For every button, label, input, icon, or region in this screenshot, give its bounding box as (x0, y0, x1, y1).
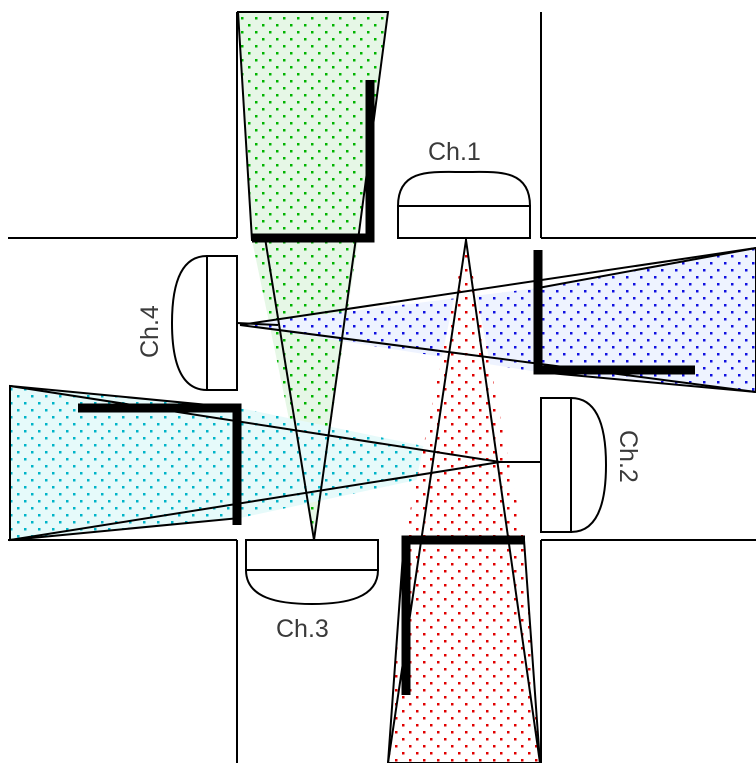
sensor-ch3 (244, 539, 380, 606)
label-ch4: Ch.4 (136, 305, 164, 358)
beam-outlines (9, 237, 756, 763)
road-edges (8, 12, 756, 763)
sensor-ch4 (170, 254, 279, 392)
zone-ch1-red (386, 539, 542, 763)
label-ch2: Ch.2 (614, 430, 642, 483)
beam-ch1 (404, 240, 524, 540)
label-ch1: Ch.1 (428, 138, 481, 166)
stop-bars (78, 80, 695, 695)
sensor-ch2 (500, 396, 608, 534)
sensor-ch1 (396, 170, 532, 240)
label-ch3: Ch.3 (276, 615, 329, 643)
